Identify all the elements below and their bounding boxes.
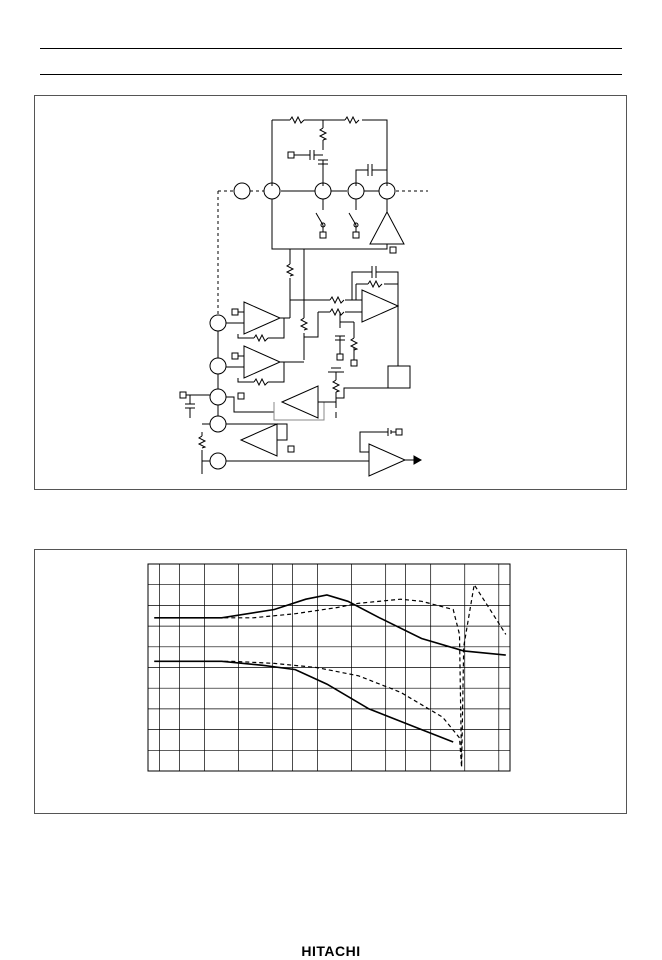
circuit-diagram-panel	[34, 95, 627, 490]
input-amp-1	[243, 301, 282, 335]
resistor-r11	[253, 377, 269, 387]
capacitor-c1	[294, 150, 323, 160]
resistor-r8	[367, 279, 383, 289]
input-amp-1-wire	[226, 311, 290, 339]
capacitor-c2	[318, 159, 328, 165]
detector-block	[387, 365, 411, 389]
node-8-terminal-2	[237, 392, 245, 400]
filter-terminal-1	[336, 353, 344, 361]
output-amp-terminal	[395, 428, 403, 436]
output-arrow	[413, 455, 423, 465]
control-amp	[239, 423, 278, 457]
control-amp-terminal	[287, 445, 295, 453]
footer-brand-logo: HITACHI	[301, 943, 361, 959]
resistor-r4	[285, 263, 295, 277]
node-8-wire	[186, 394, 274, 413]
resistor-r5	[299, 317, 309, 331]
chart-grid	[148, 564, 510, 771]
reverse-amp-box	[273, 402, 325, 421]
switch-s2-terminal	[352, 231, 360, 239]
filter-terminal-2	[350, 359, 358, 367]
buffer-amp	[369, 199, 405, 245]
resistor-r2	[344, 115, 360, 125]
capacitor-c6	[185, 403, 195, 418]
resistor-r6	[329, 295, 345, 305]
series-line-dashed-lower	[154, 660, 463, 767]
output-amp	[368, 443, 407, 477]
filter-amp-input-2	[304, 311, 362, 338]
capacitor-c4	[371, 266, 380, 278]
header-rule-top	[40, 48, 622, 49]
node-9-wire	[217, 405, 288, 441]
resistor-r13	[197, 432, 207, 462]
input-amp-2-wire	[226, 355, 304, 383]
header-rule-bottom	[40, 74, 622, 75]
node-1	[233, 182, 251, 200]
output-amp-wire	[359, 428, 396, 453]
switch-s1-pivot	[320, 222, 326, 228]
frequency-response-panel	[34, 549, 627, 814]
terminal-c1	[287, 151, 295, 159]
series-line-solid-upper	[154, 594, 506, 656]
buffer-amp-terminal	[389, 246, 397, 254]
resistor-r7	[329, 307, 345, 317]
top-wire	[272, 119, 388, 186]
resistor-r9	[349, 337, 359, 351]
resistor-r10	[253, 333, 269, 343]
block-diagram	[179, 115, 428, 477]
switch-s2-pivot	[353, 222, 359, 228]
filter-bypass	[339, 312, 355, 360]
switch-s1-terminal	[319, 231, 327, 239]
capacitor-c7	[328, 367, 344, 373]
loop-bottom	[271, 199, 388, 250]
chart-series	[154, 583, 507, 767]
reverse-amp-link	[336, 387, 388, 399]
capacitor-c3	[355, 164, 387, 186]
input-amp-2	[243, 345, 282, 379]
resistor-r12	[331, 379, 341, 393]
node-10-wire	[201, 460, 369, 474]
filter-feedback	[351, 271, 399, 306]
series-line-dashed-upper	[154, 583, 507, 767]
resistor-r1	[289, 115, 305, 125]
resistor-r3	[318, 127, 328, 141]
series-line-solid-lower	[154, 660, 454, 743]
chart-frame	[147, 563, 511, 772]
capacitor-c5	[335, 335, 345, 341]
reverse-amp-wire	[318, 372, 337, 418]
filter-amp	[361, 289, 400, 323]
